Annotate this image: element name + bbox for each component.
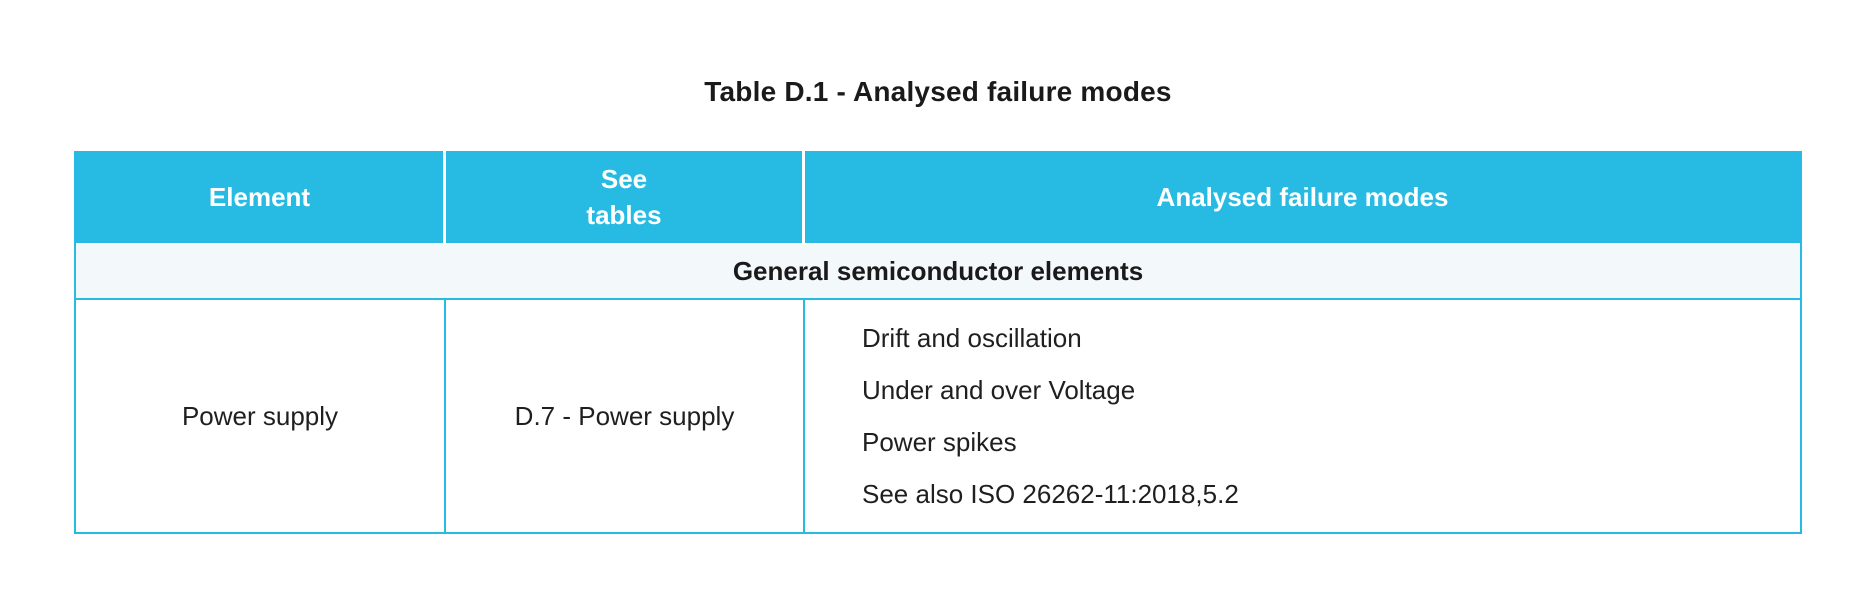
failure-mode-item: See also ISO 26262-11:2018,5.2 [862,479,1239,509]
table-row: Power supply D.7 - Power supply Drift an… [76,300,1800,532]
section-header-label: General semiconductor elements [732,256,1144,286]
table-header-row: Element See tables Analysed failure mode… [76,151,1800,243]
table-caption: Table D.1 - Analysed failure modes [704,76,1172,107]
failure-mode-item: Drift and oscillation [862,323,1082,353]
failure-mode-item: Under and over Voltage [862,375,1136,405]
column-header-analysed-failure-modes: Analysed failure modes [1156,181,1449,212]
cell-see-tables: D.7 - Power supply [446,300,805,532]
section-header-row: General semiconductor elements [76,243,1800,300]
cell-element: Power supply [76,300,446,532]
cell-failure-modes: Drift and oscillation Under and over Vol… [805,300,1800,532]
column-header-element: Element [76,151,446,243]
column-header-see-tables: See tables [446,151,805,243]
failure-modes-table: Element See tables Analysed failure mode… [74,151,1802,534]
failure-mode-item: Power spikes [862,427,1017,457]
